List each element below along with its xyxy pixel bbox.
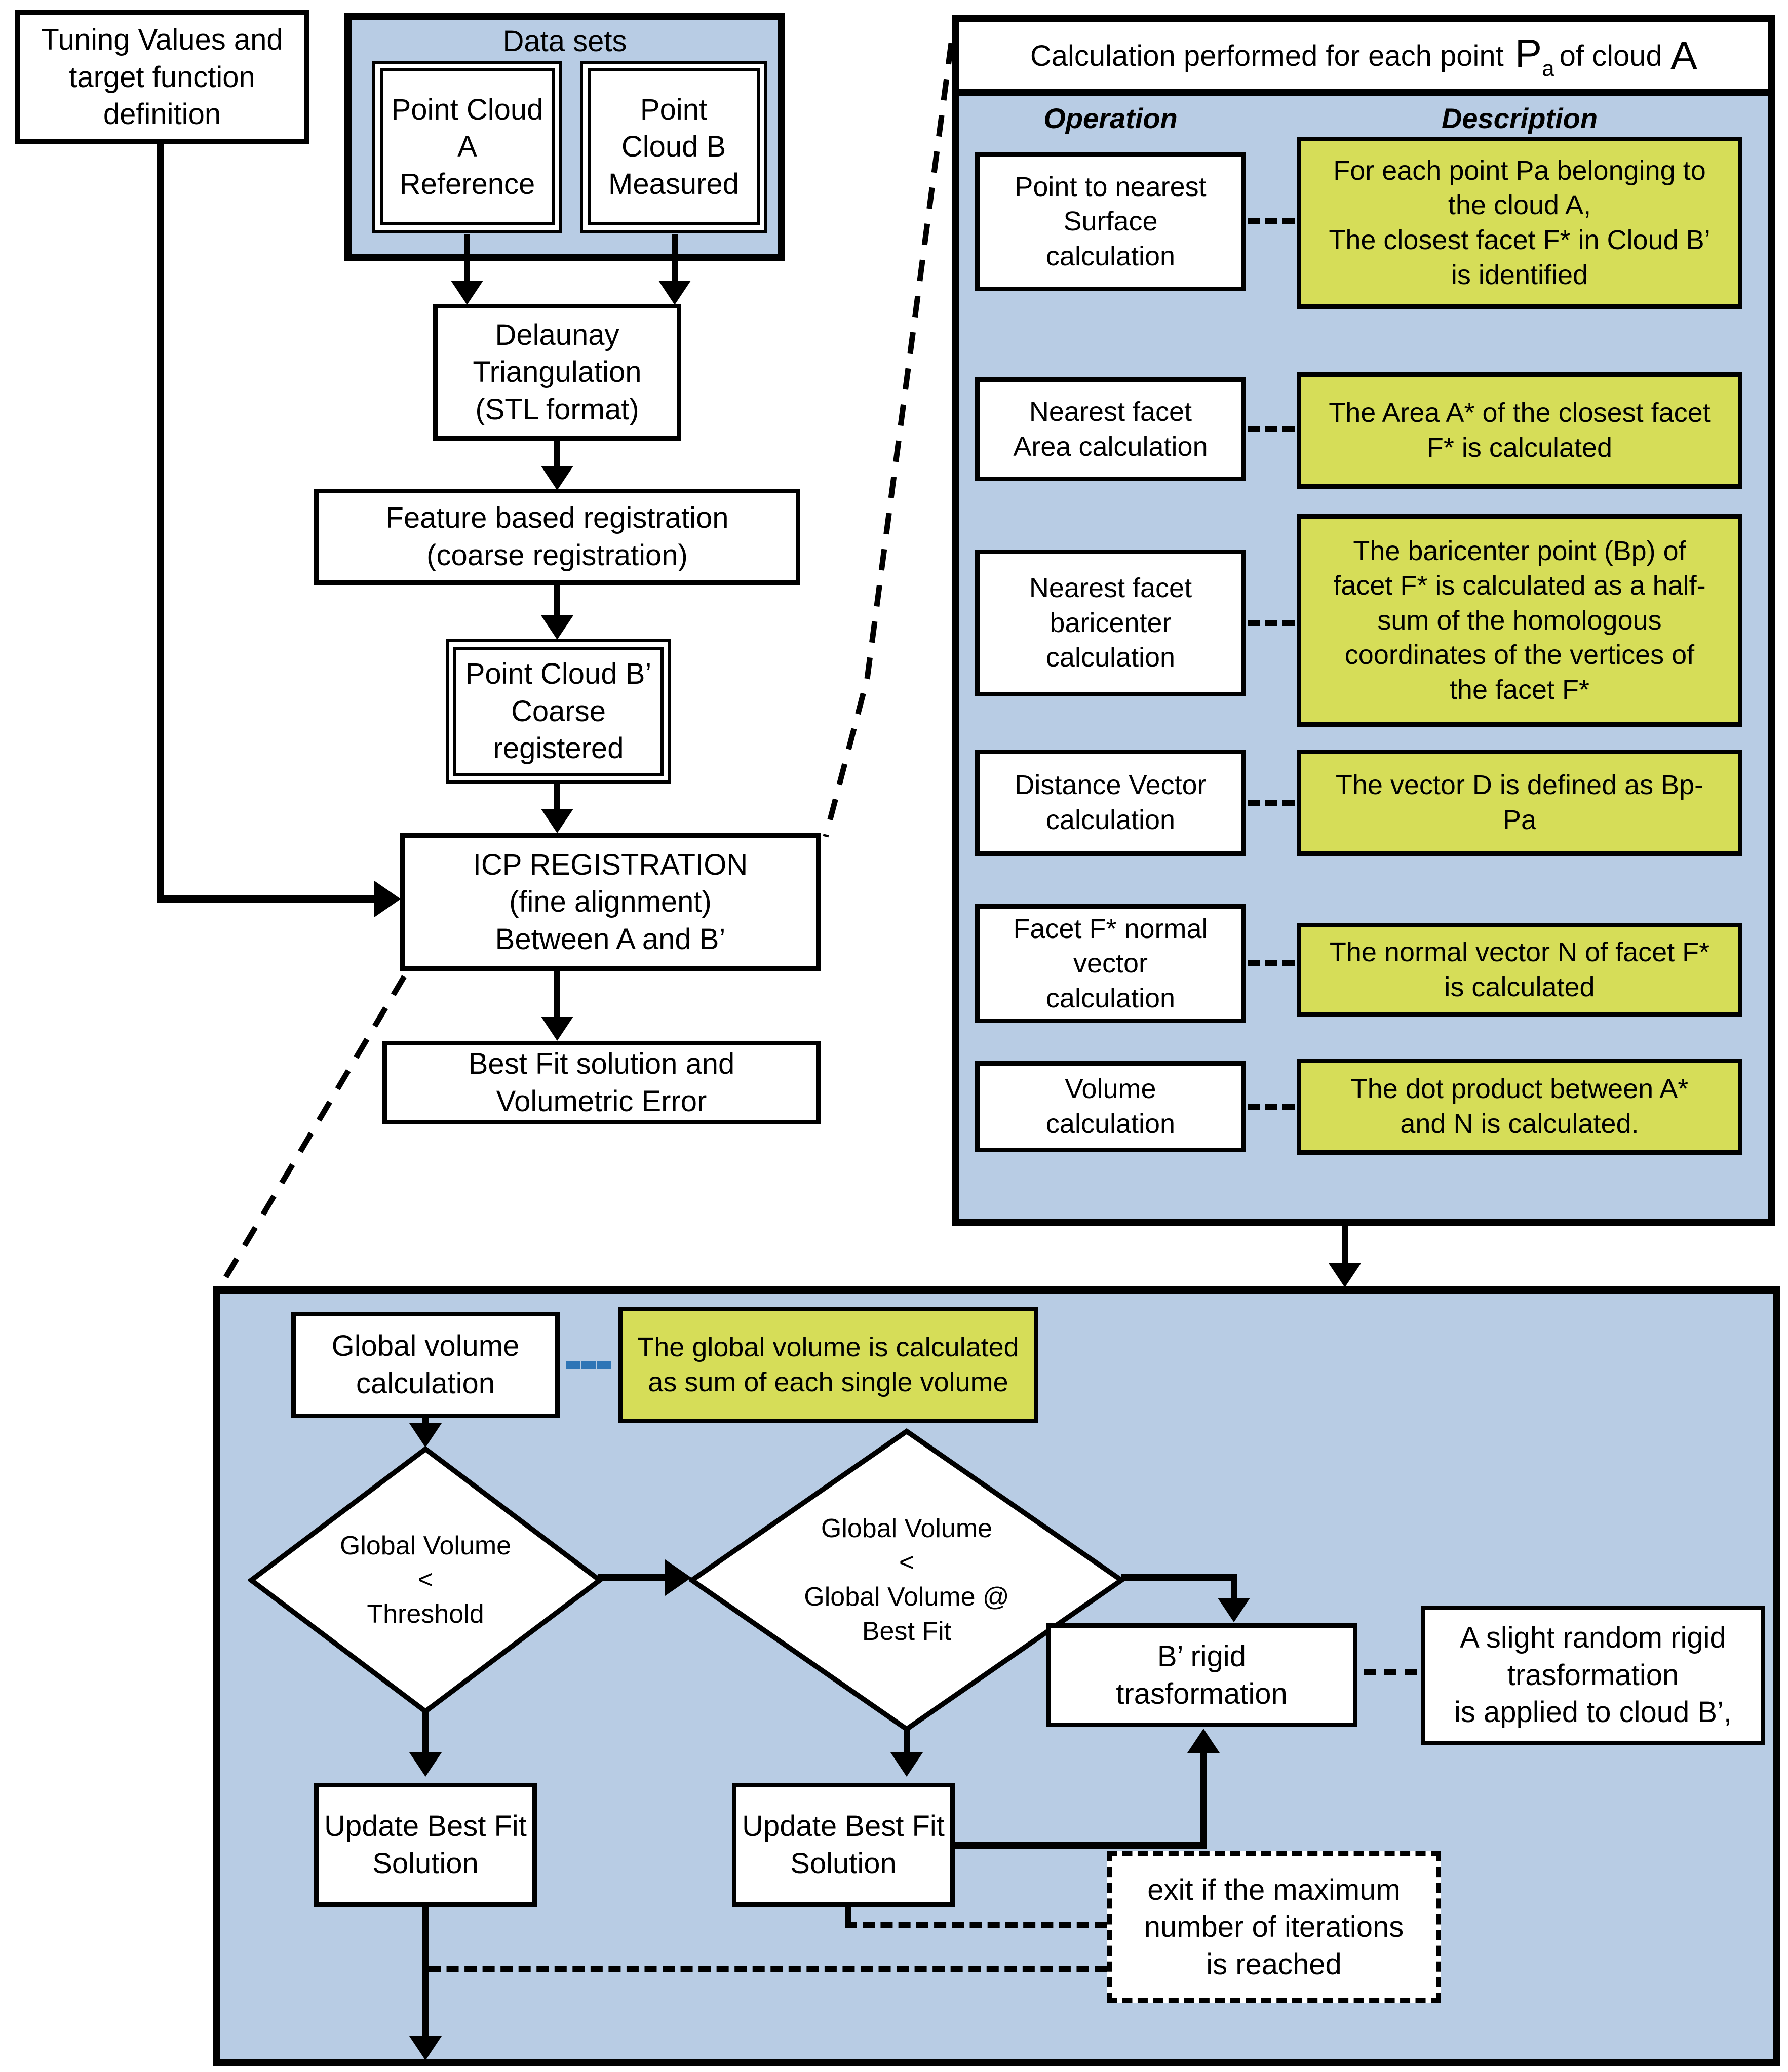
connector-global-note <box>566 1361 611 1369</box>
operation-header: Operation <box>1043 102 1178 134</box>
point-cloud-a-label: Point Cloud A Reference <box>391 93 543 201</box>
arrow-feature-head <box>541 615 573 640</box>
bestfit-diamond: Global Volume < Global Volume @ Best Fit <box>689 1428 1124 1732</box>
arrow-global-head <box>409 1423 442 1448</box>
arrow-d1-d2-head <box>665 1559 691 1596</box>
dashed-update-exit-hline <box>845 1922 1107 1928</box>
global-volume-box: Global volume calculation <box>291 1312 560 1418</box>
icp-box: ICP REGISTRATION (fine alignment) Betwee… <box>400 833 821 971</box>
point-cloud-b-box: Point Cloud B Measured <box>580 61 767 233</box>
connector-row-5 <box>1248 960 1295 966</box>
delaunay-box: Delaunay Triangulation (STL format) <box>433 304 681 441</box>
arrow-cloud-a-line <box>464 234 470 283</box>
description-header: Description <box>1441 102 1598 134</box>
global-volume-note: The global volume is calculated as sum o… <box>618 1307 1038 1423</box>
datasets-title: Data sets <box>502 25 627 58</box>
arrow-update-left-head <box>409 2036 442 2060</box>
desc-row-1: For each point Pa belonging to the cloud… <box>1297 137 1742 309</box>
delaunay-label: Delaunay Triangulation (STL format) <box>473 318 642 426</box>
connector-row-2 <box>1248 426 1295 432</box>
arrow-d1-down-line <box>422 1711 429 1753</box>
dashed-update-exit-vline <box>845 1907 851 1925</box>
path-update-rigid-hline <box>955 1842 1207 1849</box>
arrow-cloud-b-head <box>658 281 691 305</box>
tuning-values-box: Tuning Values and target function defini… <box>15 10 309 144</box>
tuning-values-label: Tuning Values and target function defini… <box>41 23 283 131</box>
point-cloud-a-box: Point Cloud A Reference <box>372 61 562 233</box>
arrow-icp-head <box>541 1017 573 1041</box>
tuning-connector-vline <box>157 144 164 899</box>
rigid-transform-box: B’ rigid trasformation <box>1046 1623 1357 1727</box>
path-d2-right-vline <box>1231 1574 1237 1599</box>
arrow-d2-down-line <box>904 1729 910 1753</box>
title-cloud-symbol: A <box>1670 33 1698 78</box>
icp-label: ICP REGISTRATION (fine alignment) Betwee… <box>473 848 748 956</box>
op-row-1: Point to nearest Surface calculation <box>975 152 1246 291</box>
line-update-left-down <box>422 1907 429 2039</box>
op-row-2: Nearest facet Area calculation <box>975 377 1246 481</box>
connector-row-3 <box>1248 620 1295 626</box>
update-best-fit-left-box: Update Best Fit Solution <box>314 1783 537 1907</box>
calc-panel-title: Calculation performed for each point Pa … <box>952 15 1775 96</box>
update-best-fit-right-box: Update Best Fit Solution <box>732 1783 955 1907</box>
connector-row-6 <box>1248 1104 1295 1110</box>
title-point-symbol: Pa <box>1514 30 1554 81</box>
arrow-d1-down-head <box>409 1752 442 1777</box>
arrow-coarse-head <box>541 809 573 833</box>
arrow-panel-line <box>1342 1226 1348 1265</box>
connector-rigid-note <box>1364 1669 1417 1675</box>
arrow-feature-line <box>554 585 560 616</box>
tuning-connector-hline <box>157 895 374 903</box>
desc-row-3: The baricenter point (Bp) of facet F* is… <box>1297 514 1742 727</box>
arrow-d2-down-head <box>890 1752 923 1777</box>
path-d2-right-hline <box>1121 1574 1237 1581</box>
best-fit-label: Best Fit solution and Volumetric Error <box>468 1047 735 1118</box>
path-update-rigid-head <box>1187 1729 1220 1753</box>
desc-row-6: The dot product between A* and N is calc… <box>1297 1059 1742 1155</box>
point-cloud-b-coarse-box: Point Cloud B’ Coarse registered <box>446 639 671 784</box>
desc-row-4: The vector D is defined as Bp- Pa <box>1297 750 1742 856</box>
tuning-arrowhead <box>374 881 401 917</box>
arrow-d1-d2-line <box>598 1574 666 1581</box>
best-fit-box: Best Fit solution and Volumetric Error <box>382 1041 821 1124</box>
arrow-coarse-line <box>554 784 560 810</box>
arrow-cloud-b-line <box>672 234 678 283</box>
desc-row-5: The normal vector N of facet F* is calcu… <box>1297 923 1742 1017</box>
point-cloud-b-label: Point Cloud B Measured <box>608 93 739 201</box>
connector-row-1 <box>1248 218 1295 224</box>
arrow-panel-head <box>1329 1263 1361 1287</box>
op-row-6: Volume calculation <box>975 1061 1246 1152</box>
op-row-3: Nearest facet baricenter calculation <box>975 550 1246 696</box>
arrow-delaunay-line <box>554 441 560 467</box>
rigid-transform-note: A slight random rigid trasformation is a… <box>1421 1606 1765 1745</box>
path-d2-right-head <box>1218 1598 1250 1622</box>
dashed-loop-hline <box>429 1966 1107 1972</box>
op-row-5: Facet F* normal vector calculation <box>975 904 1246 1023</box>
feature-registration-box: Feature based registration (coarse regis… <box>314 489 800 585</box>
threshold-diamond: Global Volume < Threshold <box>248 1446 603 1714</box>
arrow-icp-line <box>554 971 560 1018</box>
op-row-4: Distance Vector calculation <box>975 750 1246 856</box>
arrow-cloud-a-head <box>451 281 483 305</box>
feature-registration-label: Feature based registration (coarse regis… <box>385 501 729 572</box>
path-update-rigid-vline <box>1200 1751 1207 1849</box>
connector-row-4 <box>1248 800 1295 806</box>
exit-note-box: exit if the maximum number of iterations… <box>1107 1851 1441 2003</box>
arrow-delaunay-head <box>541 466 573 490</box>
point-cloud-b-coarse-label: Point Cloud B’ Coarse registered <box>465 657 652 765</box>
desc-row-2: The Area A* of the closest facet F* is c… <box>1297 372 1742 489</box>
